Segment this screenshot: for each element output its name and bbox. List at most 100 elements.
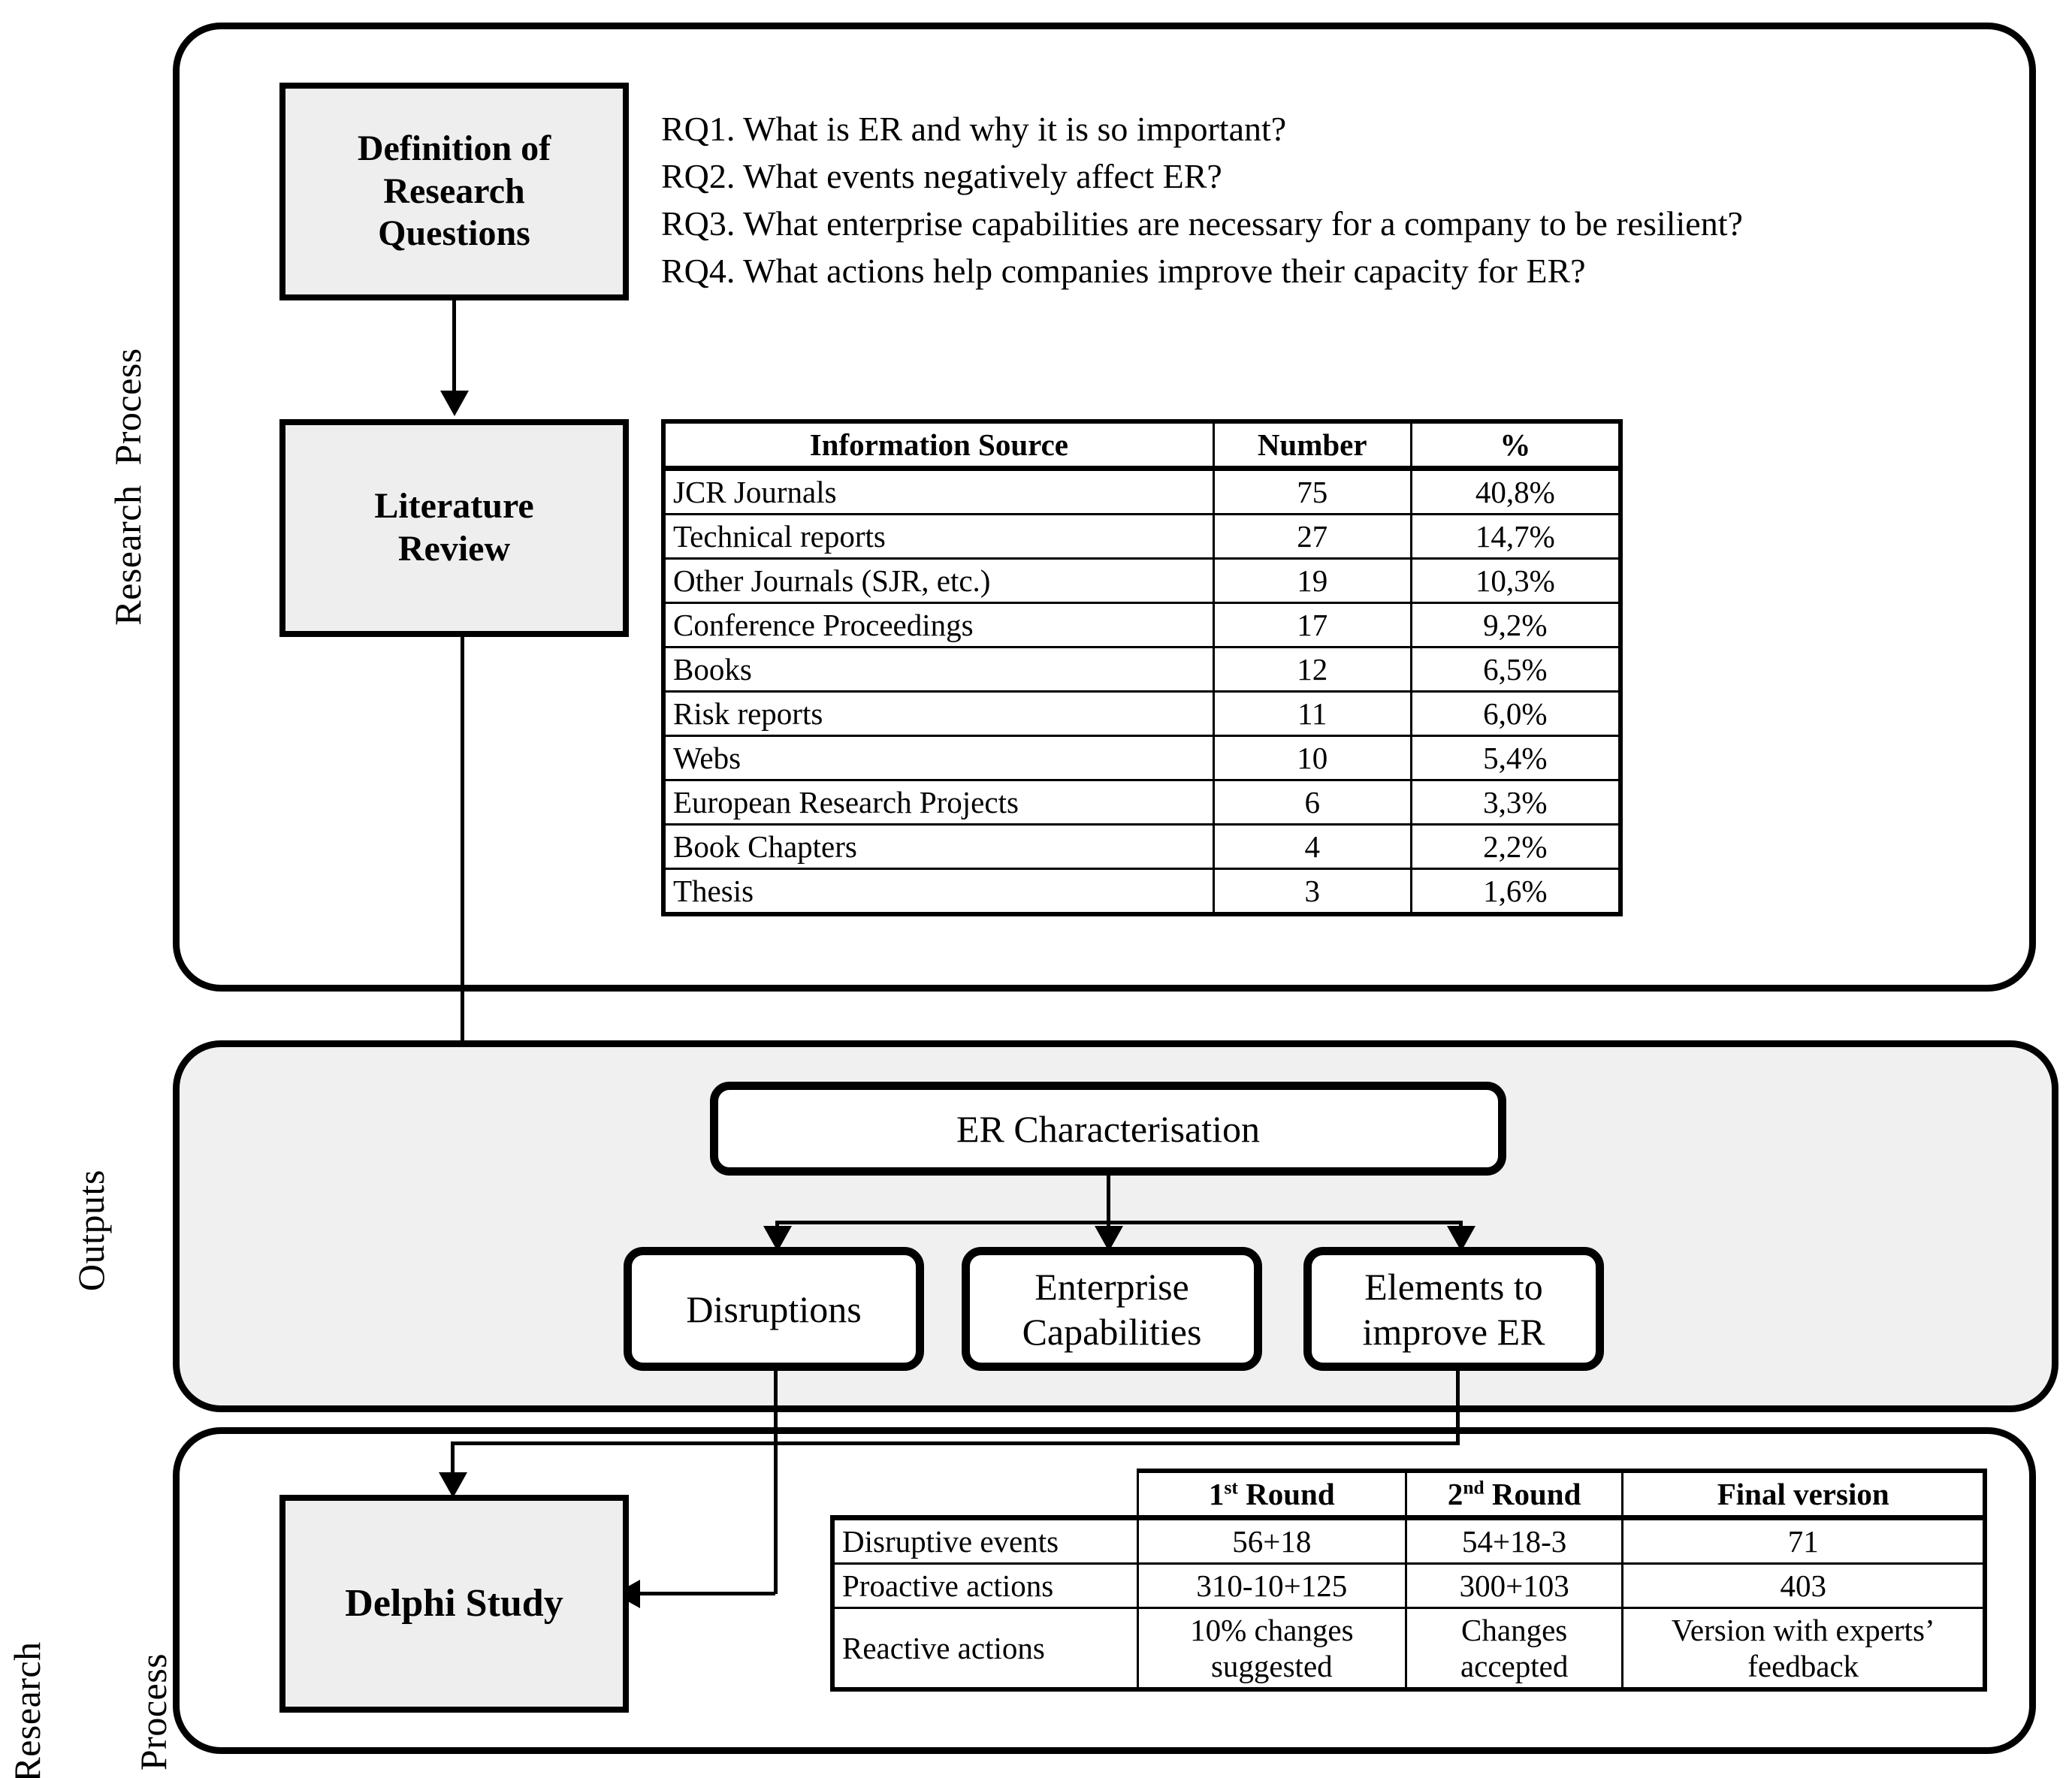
delphi-row: Reactive actions 10% changes suggested C… bbox=[829, 1607, 1988, 1692]
cell-number: 17 bbox=[1212, 602, 1412, 648]
cell-percent: 5,4% bbox=[1409, 735, 1623, 781]
delphi-cell-r1: 10% changes suggested bbox=[1136, 1607, 1407, 1692]
arrowhead-definition-to-literature bbox=[440, 391, 469, 416]
output-box-er-characterisation: ER Characterisation bbox=[710, 1082, 1506, 1176]
cell-number: 75 bbox=[1212, 467, 1412, 515]
delphi-cell-r2: Changes accepted bbox=[1404, 1607, 1624, 1692]
cell-percent: 14,7% bbox=[1409, 513, 1623, 560]
cell-number: 19 bbox=[1212, 557, 1412, 604]
connector-er-char-down bbox=[1107, 1176, 1110, 1223]
col-header-final-version: Final version bbox=[1621, 1469, 1988, 1520]
connector-disruptions-left bbox=[640, 1592, 775, 1595]
cell-source: Technical reports bbox=[660, 513, 1215, 560]
cell-number: 12 bbox=[1212, 646, 1412, 693]
process-box-definition-label: Definition of Research Questions bbox=[357, 128, 551, 254]
delphi-row: Disruptive events 56+18 54+18-3 71 bbox=[829, 1517, 1988, 1565]
table-row: Books 12 6,5% bbox=[660, 646, 1623, 693]
col-header-second-round: 2nd Round bbox=[1404, 1469, 1624, 1520]
process-box-delphi-label: Delphi Study bbox=[345, 1582, 563, 1626]
output-box-er-characterisation-label: ER Characterisation bbox=[956, 1107, 1261, 1150]
lane-label-research-process-bottom: Research Process bbox=[0, 1539, 258, 1778]
col-header-first-round-num: 1 bbox=[1209, 1477, 1225, 1511]
panel-research-process-top bbox=[173, 23, 2036, 992]
delphi-cell-r2: 54+18-3 bbox=[1404, 1517, 1624, 1565]
delphi-cell-r1: 310-10+125 bbox=[1136, 1562, 1407, 1609]
connector-elements-into-delphi bbox=[451, 1441, 455, 1483]
col-header-first-round: 1st Round bbox=[1136, 1469, 1407, 1520]
table-row: Thesis 3 1,6% bbox=[660, 868, 1623, 916]
cell-number: 6 bbox=[1212, 779, 1412, 826]
research-questions-list: RQ1. What is ER and why it is so importa… bbox=[661, 105, 1743, 294]
connector-er-char-bus bbox=[775, 1221, 1461, 1224]
table-row: Conference Proceedings 17 9,2% bbox=[660, 602, 1623, 648]
output-box-disruptions: Disruptions bbox=[624, 1247, 924, 1371]
cell-number: 3 bbox=[1212, 868, 1412, 916]
delphi-cell-r2: 300+103 bbox=[1404, 1562, 1624, 1609]
table-row: Book Chapters 4 2,2% bbox=[660, 823, 1623, 870]
cell-number: 11 bbox=[1212, 690, 1412, 737]
process-box-literature-label: Literature Review bbox=[374, 486, 534, 569]
cell-percent: 10,3% bbox=[1409, 557, 1623, 604]
lane-label-research-process-top: Research Process bbox=[107, 348, 149, 626]
output-box-enterprise-capabilities-label: Enterprise Capabilities bbox=[1022, 1265, 1202, 1353]
cell-source: Risk reports bbox=[660, 690, 1215, 737]
connector-elements-down bbox=[1456, 1371, 1460, 1444]
delphi-row-label: Reactive actions bbox=[829, 1607, 1139, 1692]
cell-number: 27 bbox=[1212, 513, 1412, 560]
lane-label-outputs: Outputs bbox=[70, 1170, 112, 1291]
cell-source: Book Chapters bbox=[660, 823, 1215, 870]
cell-source: Thesis bbox=[660, 868, 1215, 916]
research-question-1: RQ1. What is ER and why it is so importa… bbox=[661, 110, 1287, 148]
output-box-elements-to-improve-er-label: Elements to improve ER bbox=[1362, 1265, 1545, 1353]
output-box-elements-to-improve-er: Elements to improve ER bbox=[1303, 1247, 1604, 1371]
table-row: Other Journals (SJR, etc.) 19 10,3% bbox=[660, 557, 1623, 604]
table-row: Risk reports 11 6,0% bbox=[660, 690, 1623, 737]
cell-source: JCR Journals bbox=[660, 467, 1215, 515]
delphi-results-table: 1st Round 2nd Round Final version Disrup… bbox=[829, 1469, 1988, 1692]
cell-percent: 6,5% bbox=[1409, 646, 1623, 693]
cell-percent: 1,6% bbox=[1409, 868, 1623, 916]
cell-percent: 9,2% bbox=[1409, 602, 1623, 648]
delphi-row-label: Proactive actions bbox=[829, 1562, 1139, 1609]
lane-label-bottom-line1: Research bbox=[6, 1641, 48, 1778]
connector-elements-left bbox=[451, 1441, 1460, 1445]
cell-source: Conference Proceedings bbox=[660, 602, 1215, 648]
table-row: Webs 10 5,4% bbox=[660, 735, 1623, 781]
delphi-header-row: 1st Round 2nd Round Final version bbox=[832, 1469, 1988, 1520]
col-header-second-round-rest: Round bbox=[1484, 1477, 1581, 1511]
information-sources-table: Information Source Number % JCR Journals… bbox=[660, 419, 1623, 916]
cell-source: European Research Projects bbox=[660, 779, 1215, 826]
delphi-cell-final: 71 bbox=[1621, 1517, 1988, 1565]
process-box-literature-review: Literature Review bbox=[279, 419, 629, 637]
table-header-row: Information Source Number % bbox=[660, 419, 1623, 471]
connector-literature-down bbox=[461, 637, 464, 1133]
delphi-corner-cell bbox=[832, 1471, 1139, 1520]
table-row: European Research Projects 6 3,3% bbox=[660, 779, 1623, 826]
delphi-cell-r1: 56+18 bbox=[1136, 1517, 1407, 1565]
table-row: JCR Journals 75 40,8% bbox=[660, 467, 1623, 515]
cell-percent: 40,8% bbox=[1409, 467, 1623, 515]
col-header-second-round-num: 2 bbox=[1447, 1477, 1463, 1511]
arrowhead-into-delphi-top bbox=[439, 1472, 467, 1498]
output-box-enterprise-capabilities: Enterprise Capabilities bbox=[962, 1247, 1262, 1371]
lane-label-bottom-line2: Process bbox=[132, 1653, 174, 1771]
cell-percent: 6,0% bbox=[1409, 690, 1623, 737]
cell-source: Other Journals (SJR, etc.) bbox=[660, 557, 1215, 604]
cell-number: 4 bbox=[1212, 823, 1412, 870]
col-header-information-source: Information Source bbox=[660, 419, 1215, 471]
connector-definition-to-literature bbox=[452, 300, 456, 400]
process-box-delphi-study: Delphi Study bbox=[279, 1495, 629, 1713]
table-row: Technical reports 27 14,7% bbox=[660, 513, 1623, 560]
col-header-first-round-sup: st bbox=[1224, 1477, 1238, 1499]
cell-number: 10 bbox=[1212, 735, 1412, 781]
cell-percent: 2,2% bbox=[1409, 823, 1623, 870]
research-question-3: RQ3. What enterprise capabilities are ne… bbox=[661, 204, 1743, 243]
col-header-second-round-sup: nd bbox=[1463, 1477, 1485, 1499]
panel-research-process-bottom bbox=[173, 1427, 2036, 1754]
cell-percent: 3,3% bbox=[1409, 779, 1623, 826]
cell-source: Webs bbox=[660, 735, 1215, 781]
research-question-4: RQ4. What actions help companies improve… bbox=[661, 252, 1586, 291]
research-question-2: RQ2. What events negatively affect ER? bbox=[661, 157, 1222, 196]
col-header-first-round-rest: Round bbox=[1237, 1477, 1335, 1511]
